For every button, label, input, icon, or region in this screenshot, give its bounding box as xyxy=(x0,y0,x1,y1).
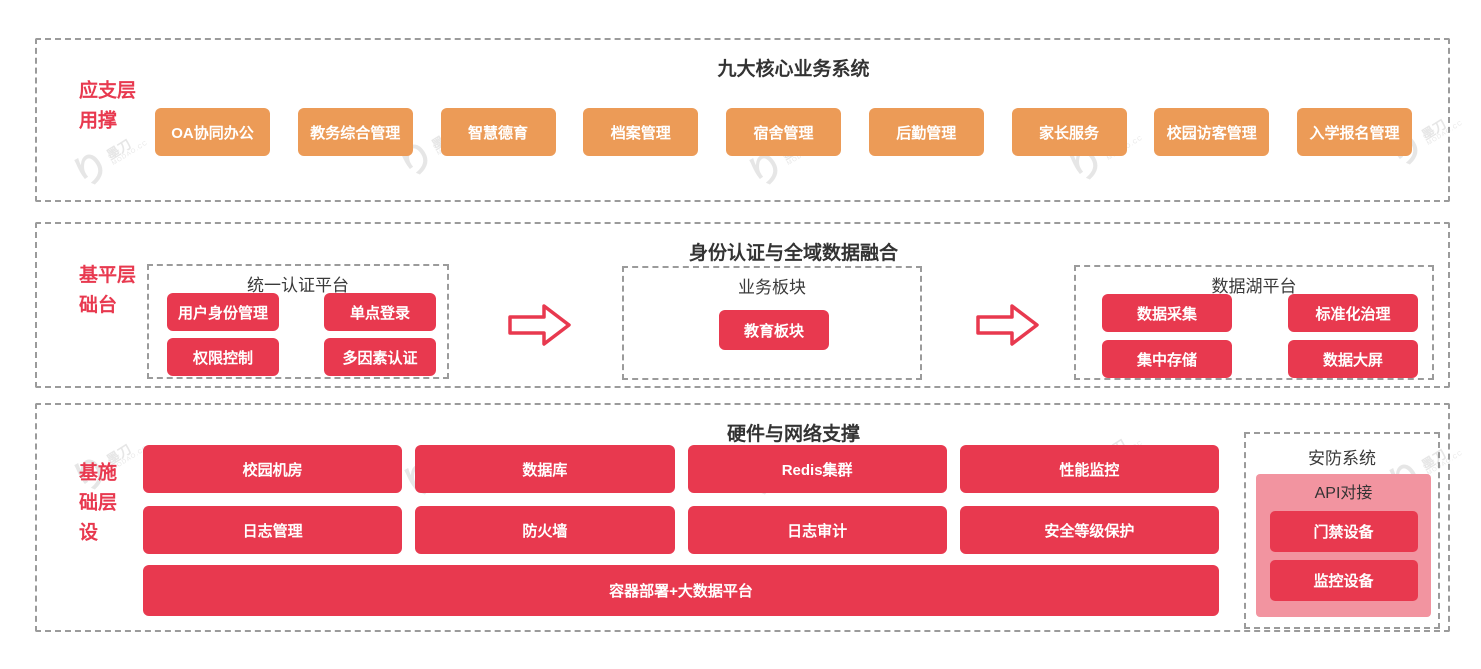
group-title-security-system: 安防系统 xyxy=(1308,449,1376,468)
node-container-bigdata-platform: 容器部署+大数据平台 xyxy=(143,565,1219,616)
group-title-data-lake: 数据湖平台 xyxy=(1211,277,1297,296)
group-unified-auth-platform: 统一认证平台 用户身份管理 单点登录 权限控制 多因素认证 xyxy=(147,264,449,379)
node-firewall: 防火墙 xyxy=(415,506,675,554)
api-integration-panel: API对接 门禁设备 监控设备 xyxy=(1256,474,1431,617)
node-data-collection: 数据采集 xyxy=(1102,294,1232,332)
layer-infrastructure: 基础设施层 硬件与网络支撑 校园机房 数据库 Redis集群 性能监控 日志管理… xyxy=(35,403,1450,632)
node-single-sign-on: 单点登录 xyxy=(324,293,436,331)
infra-grid: 校园机房 数据库 Redis集群 性能监控 日志管理 防火墙 日志审计 安全等级… xyxy=(143,445,1219,554)
layer-label-basic-platform: 基础平台层 xyxy=(76,264,135,325)
layer-title-hardware-network: 硬件与网络支撑 xyxy=(726,424,860,445)
node-permission-control: 权限控制 xyxy=(167,338,279,376)
node-dorm-mgmt: 宿舍管理 xyxy=(726,108,841,156)
node-data-dashboard: 数据大屏 xyxy=(1288,340,1418,378)
group-business-section: 业务板块 教育板块 xyxy=(622,266,922,380)
node-log-management: 日志管理 xyxy=(143,506,403,554)
node-log-audit: 日志审计 xyxy=(687,506,947,554)
node-logistics-mgmt: 后勤管理 xyxy=(868,108,984,156)
layer-title-core-systems: 九大核心业务系统 xyxy=(717,59,870,80)
node-oa-office: OA协同办公 xyxy=(155,108,270,156)
flow-arrow-right-icon xyxy=(508,304,571,346)
node-access-control-devices: 门禁设备 xyxy=(1269,511,1418,552)
auth-grid: 用户身份管理 单点登录 权限控制 多因素认证 xyxy=(167,293,436,376)
node-enrollment-mgmt: 入学报名管理 xyxy=(1297,108,1412,156)
node-redis-cluster: Redis集群 xyxy=(687,445,947,493)
node-education-section: 教育板块 xyxy=(719,310,829,350)
node-standard-governance: 标准化治理 xyxy=(1288,294,1418,332)
node-monitoring-devices: 监控设备 xyxy=(1269,560,1418,601)
group-data-lake-platform: 数据湖平台 数据采集 标准化治理 集中存储 数据大屏 xyxy=(1074,265,1434,380)
layer-basic-platform: 基础平台层 身份认证与全域数据融合 统一认证平台 用户身份管理 单点登录 权限控… xyxy=(35,222,1450,388)
layer-app-support: 应用支撑层 九大核心业务系统 OA协同办公 教务综合管理 智慧德育 档案管理 宿… xyxy=(35,38,1450,202)
node-academic-mgmt: 教务综合管理 xyxy=(297,108,413,156)
panel-title-api-integration: API对接 xyxy=(1314,485,1373,502)
layer-title-identity-data-fusion: 身份认证与全域数据融合 xyxy=(688,243,898,264)
flow-arrow-right-icon xyxy=(976,304,1039,346)
group-title-business-section: 业务板块 xyxy=(738,278,806,297)
node-campus-server-room: 校园机房 xyxy=(143,445,403,493)
group-title-unified-auth: 统一认证平台 xyxy=(247,276,349,295)
node-security-level-protection: 安全等级保护 xyxy=(959,506,1219,554)
group-security-system: 安防系统 API对接 门禁设备 监控设备 xyxy=(1244,432,1440,629)
datalake-grid: 数据采集 标准化治理 集中存储 数据大屏 xyxy=(1102,294,1418,378)
node-user-identity-mgmt: 用户身份管理 xyxy=(167,293,279,331)
layer-label-app-support: 应用支撑层 xyxy=(76,80,135,140)
app-systems-row: OA协同办公 教务综合管理 智慧德育 档案管理 宿舍管理 后勤管理 家长服务 校… xyxy=(155,108,1412,156)
node-mfa: 多因素认证 xyxy=(324,338,436,376)
node-parent-service: 家长服务 xyxy=(1011,108,1127,156)
layer-label-infrastructure: 基础设施层 xyxy=(76,461,116,552)
node-central-storage: 集中存储 xyxy=(1102,340,1232,378)
node-visitor-mgmt: 校园访客管理 xyxy=(1154,108,1270,156)
node-database: 数据库 xyxy=(415,445,675,493)
node-archive-mgmt: 档案管理 xyxy=(583,108,699,156)
node-performance-monitor: 性能监控 xyxy=(959,445,1219,493)
node-smart-moral-edu: 智慧德育 xyxy=(440,108,556,156)
